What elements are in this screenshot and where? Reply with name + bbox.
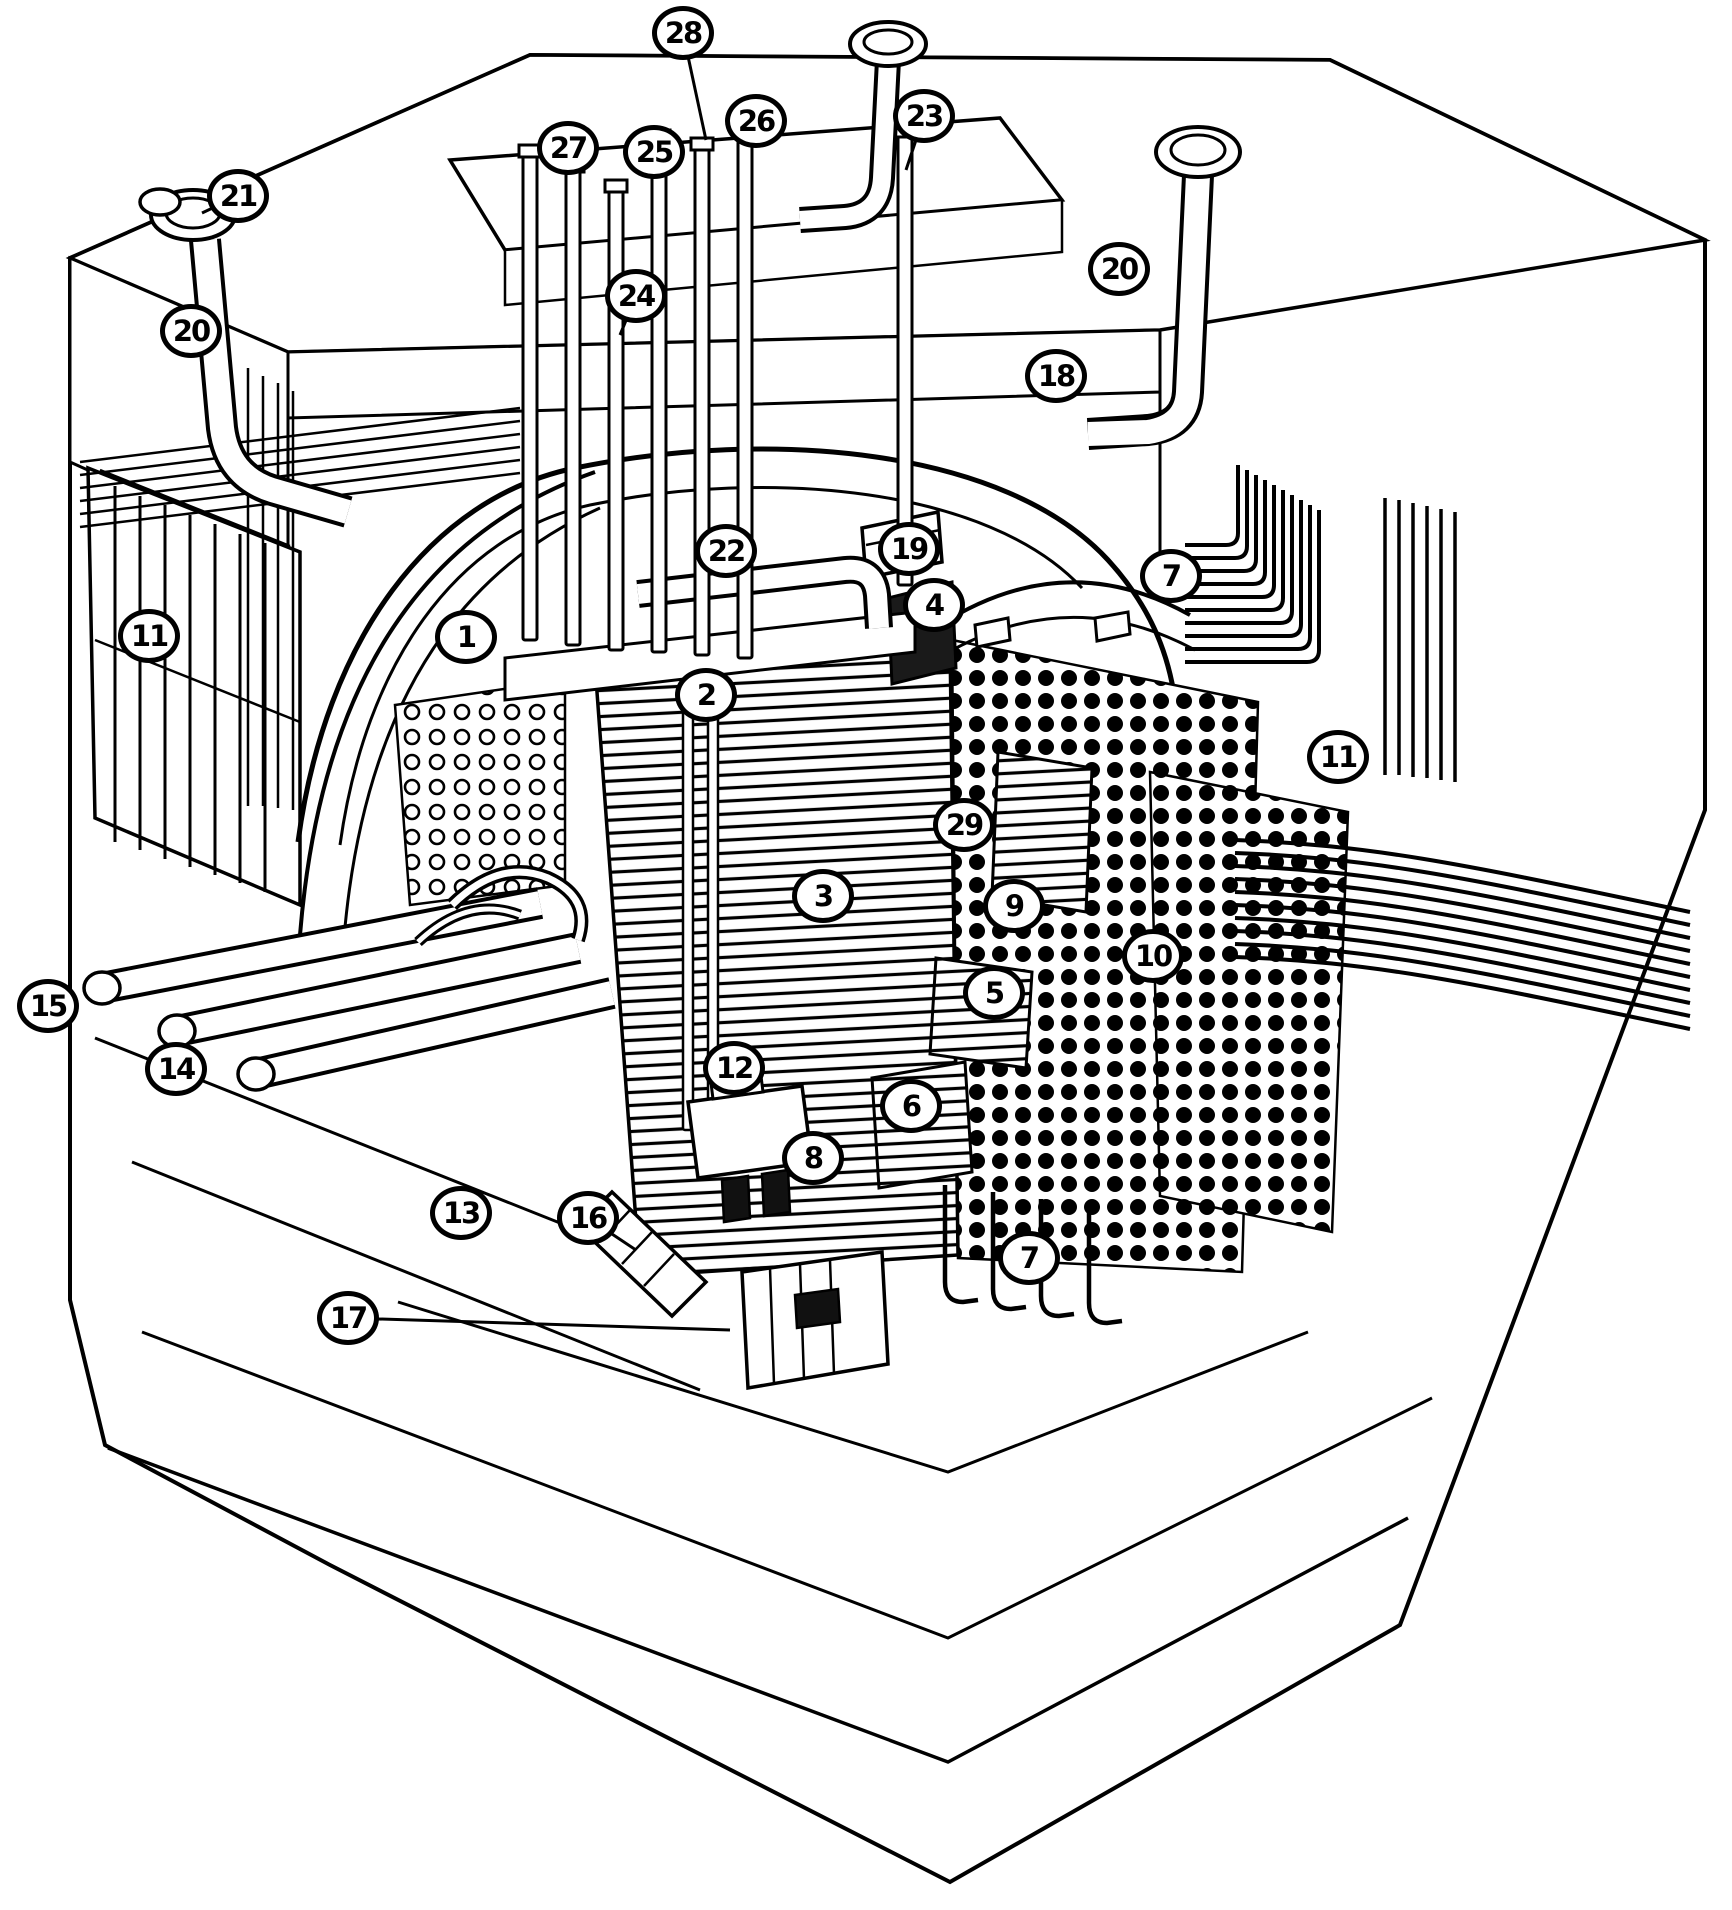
leader-line-16 <box>587 1216 637 1252</box>
gas-duct-right <box>1086 125 1242 450</box>
charge-pipe <box>636 555 893 629</box>
reactor-core <box>593 638 960 1278</box>
coolant-pipes-left <box>82 865 616 1092</box>
gas-duct-center <box>799 20 928 233</box>
bottom-hook-tubes <box>942 1185 1123 1326</box>
flange-valve <box>138 187 182 217</box>
leader-line-28 <box>681 32 708 141</box>
leader-line-24 <box>618 295 638 336</box>
leader-line-21 <box>201 194 239 215</box>
leader-line-23 <box>904 115 926 171</box>
discharge-slot <box>720 1174 752 1224</box>
gas-duct-left <box>138 187 353 528</box>
tube-bundle-lower-right <box>1234 838 1691 1031</box>
tube-risers-right <box>1383 498 1457 782</box>
pile-cap-tube-sheet <box>503 610 917 702</box>
leader-line-17 <box>347 1316 731 1332</box>
tube-bundle-upper-right <box>1185 465 1321 664</box>
